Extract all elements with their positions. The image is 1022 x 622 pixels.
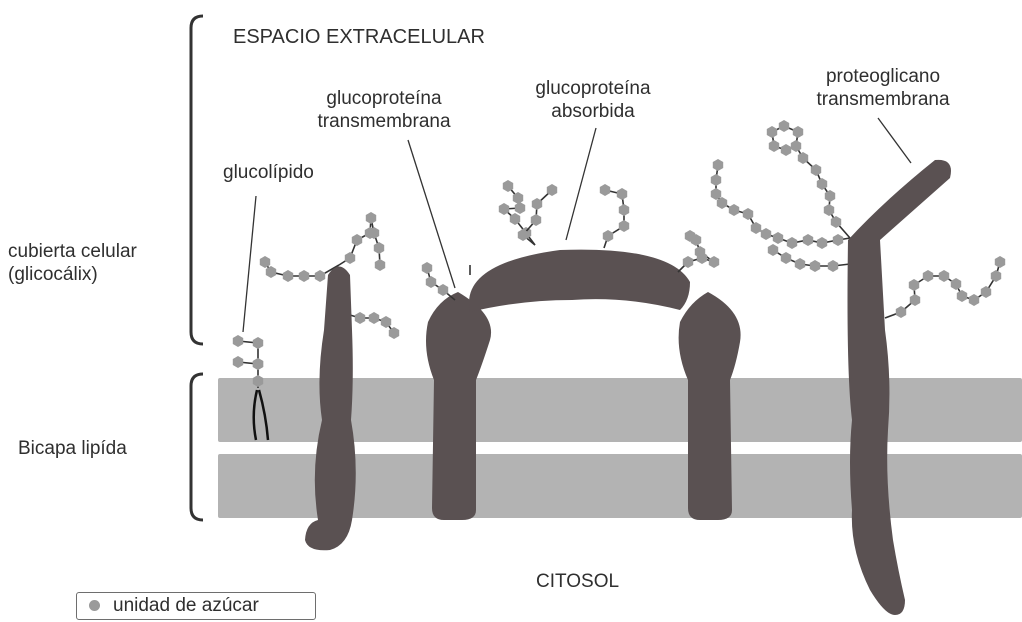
pg-chain-4 [885,256,1005,318]
sugar-unit-icon [315,270,325,282]
sugar-unit-icon [795,258,805,270]
sugar-unit-icon [369,312,379,324]
sugar-unit-icon [709,256,719,268]
leader-glycolipid [243,196,256,332]
sugar-unit-icon [793,126,803,138]
adsorbed-protein [469,250,690,312]
leader-proteoglycan [878,118,911,163]
sugar-unit-icon [787,237,797,249]
sugar-unit-icon [803,234,813,246]
sugar-unit-icon [253,358,263,370]
sugar-unit-icon [355,312,365,324]
sugar-unit-icon [375,259,385,271]
tm-glycoprotein-label-line1: glucoproteína [309,87,459,110]
bilayer-label: Bicapa lipída [18,437,127,460]
sugar-unit-icon [751,222,761,234]
sugar-unit-icon [995,256,1005,268]
sugar-unit-icon [910,294,920,306]
extracellular-label: ESPACIO EXTRACELULAR [233,26,485,49]
tm-glycoprotein-label-line2: transmembrana [309,110,459,133]
proteoglycan-label-line2: transmembrana [808,88,958,111]
adsorbed-chain-4 [678,230,719,272]
sugar-unit-icon [991,270,1001,282]
sugar-unit-icon [779,120,789,132]
sugar-unit-icon [603,230,613,242]
sugar-unit-icon [981,286,991,298]
sugar-unit-icon [817,237,827,249]
sugar-unit-icon [422,262,432,274]
glycocalyx-bracket [191,16,203,344]
proteoglycan [711,120,1005,615]
sugar-unit-icon [374,242,384,254]
sugar-unit-icon [767,126,777,138]
sugar-unit-icon [233,335,243,347]
bilayer-bracket [191,374,203,520]
sp-chain-2 [339,212,385,271]
sugar-unit-icon [833,234,843,246]
sugar-unit-icon [761,228,771,240]
sugar-unit-icon [711,174,721,186]
sugar-unit-icon [824,204,834,216]
sugar-unit-icon [828,260,838,272]
sugar-unit-icon [713,159,723,171]
adsorbed-glycoprotein-label-line2: absorbida [518,100,668,123]
legend-label: unidad de azúcar [113,595,259,617]
sugar-unit-icon [515,202,525,214]
sugar-unit-icon [619,204,629,216]
sugar-unit-icon [791,140,801,152]
sugar-unit-icon [909,279,919,291]
sugar-unit-icon [951,278,961,290]
sugar-unit-icon [600,184,610,196]
proteoglycan-label-line1: proteoglicano [808,65,958,88]
sugar-unit-icon [810,260,820,272]
sugar-unit-icon [781,252,791,264]
sugar-unit-icon [253,337,263,349]
adsorbed-chain-1 [499,180,535,245]
adsorbed-glycoprotein-label-line1: glucoproteína [518,77,668,100]
sugar-unit-icon [939,270,949,282]
sugar-unit-icon [743,208,753,220]
proteoglycan-label: proteoglicano transmembrana [808,65,958,111]
sp-chain-1 [260,256,339,282]
sugar-unit-icon [299,270,309,282]
sugar-unit-icon [729,204,739,216]
adsorbed-chain-3 [600,184,629,248]
glycocalyx-label-line2: (glicocálix) [8,263,137,286]
legend: unidad de azúcar [76,592,316,620]
sugar-unit-icon [426,276,436,288]
sugar-unit-icon [969,294,979,306]
glycolipid-label: glucolípido [223,161,314,184]
sugar-unit-icon [352,234,362,246]
pg-chain-1 [767,120,850,238]
sugar-unit-icon [769,140,779,152]
tm-glycoprotein-label: glucoproteína transmembrana [309,87,459,133]
sugar-unit-icon [233,356,243,368]
adsorbed-glycoprotein-label: glucoproteína absorbida [518,77,668,123]
brackets [191,16,203,520]
sugar-unit-icon [923,270,933,282]
adsorbed-chain-2 [518,184,557,245]
glycocalyx-label: cubierta celular (glicocálix) [8,240,137,286]
leader-adsorbed-glycoprotein [566,128,596,240]
sugar-unit-icon [619,220,629,232]
sugar-unit-icon [617,188,627,200]
sugar-unit-icon [283,270,293,282]
pg-chain-3 [768,244,850,272]
sugar-unit-icon [260,256,270,268]
tm-chain-1 [422,262,455,300]
sugar-unit-icon [768,244,778,256]
sugar-unit-icon [438,284,448,296]
sp-chain-3 [350,312,399,339]
glycocalyx-label-line1: cubierta celular [8,240,137,263]
sugar-unit-icon [345,252,355,264]
sugar-unit-icon [266,266,276,278]
sugar-unit-icon [957,290,967,302]
sugar-unit-icon [896,306,906,318]
hexagon-icon [89,600,100,611]
sugar-unit-icon [781,144,791,156]
sugar-unit-icon [773,232,783,244]
sugar-unit-icon [366,212,376,224]
cytosol-label: CITOSOL [536,570,619,593]
